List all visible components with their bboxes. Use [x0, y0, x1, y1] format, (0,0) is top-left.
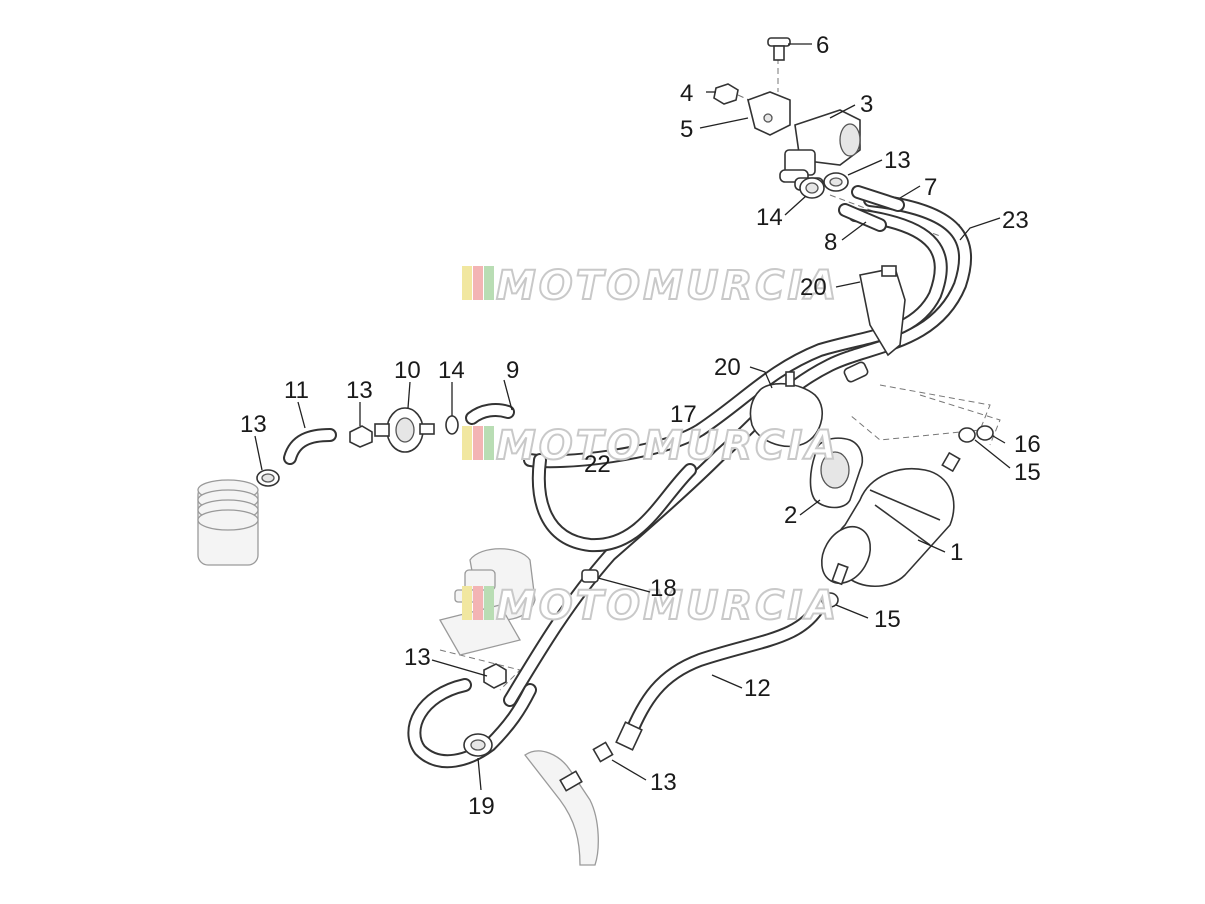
- screw-6: [767, 37, 791, 61]
- callout-3: 3: [860, 91, 873, 118]
- callout-13-left: 13: [240, 411, 267, 438]
- svg-text:MOTOMURCIA: MOTOMURCIA: [496, 583, 839, 629]
- hose-22: [531, 453, 697, 553]
- callout-23: 23: [1002, 207, 1029, 234]
- hose-7-8: [838, 185, 905, 232]
- callout-labels: 6 4 3 5 13 7 14 8 23 20 20 9 14 10 13 11…: [240, 32, 1041, 820]
- clamp-15-16: [821, 425, 994, 608]
- callout-12: 12: [744, 675, 771, 702]
- callout-13-mid: 13: [346, 377, 373, 404]
- callout-16: 16: [1014, 431, 1041, 458]
- tie-strap-20-lower: [749, 371, 824, 447]
- callout-8: 8: [824, 229, 837, 256]
- callout-14-left: 14: [438, 357, 465, 384]
- hose-19: [407, 678, 537, 769]
- callout-14-top: 14: [756, 204, 783, 231]
- leader-lines: [254, 43, 1011, 791]
- clamp-13-left: [256, 469, 280, 487]
- fuel-filter-1: [820, 451, 961, 587]
- filter-holder-2: [809, 437, 864, 509]
- clip-18: [581, 569, 599, 583]
- svg-text:MOTOMURCIA: MOTOMURCIA: [496, 263, 839, 309]
- callout-1: 1: [950, 539, 963, 566]
- callout-13-top: 13: [884, 147, 911, 174]
- clamp-13-mid: [349, 425, 373, 448]
- watermark-middle: MOTOMURCIA: [462, 422, 839, 470]
- hose-9: [465, 403, 515, 425]
- clamp-13-top: [823, 172, 849, 192]
- callout-15-upper: 15: [1014, 459, 1041, 486]
- callout-6: 6: [816, 32, 829, 59]
- callout-2: 2: [784, 502, 797, 529]
- clamp-19: [463, 733, 493, 757]
- clamp-14-top: [799, 177, 825, 199]
- svg-text:MOTOMURCIA: MOTOMURCIA: [496, 423, 839, 469]
- valve-10: [374, 407, 435, 453]
- callout-19: 19: [468, 793, 495, 820]
- callout-13-bottom: 13: [650, 769, 677, 796]
- tie-strap-20-upper: [859, 265, 906, 357]
- callout-17: 17: [670, 401, 697, 428]
- intake-pipe: [197, 479, 259, 566]
- callout-9: 9: [506, 357, 519, 384]
- hose-23-parallel: [523, 208, 948, 469]
- bracket-5: [747, 91, 791, 136]
- solenoid-valve-3: [779, 109, 861, 191]
- callout-13-lower: 13: [404, 644, 431, 671]
- watermark-top: MOTOMURCIA: [462, 262, 839, 310]
- hose-12: [615, 598, 827, 751]
- injector-fitting: [524, 741, 614, 866]
- callout-7: 7: [924, 174, 937, 201]
- callout-5: 5: [680, 116, 693, 143]
- nut-4: [713, 83, 739, 105]
- callout-18: 18: [650, 575, 677, 602]
- watermark-bottom: MOTOMURCIA: [462, 582, 839, 630]
- callout-10: 10: [394, 357, 421, 384]
- clamp-13-lower: [483, 663, 507, 689]
- hose-11: [283, 428, 337, 465]
- callout-22: 22: [584, 451, 611, 478]
- connector-plug: [843, 361, 869, 383]
- callout-20-lower: 20: [714, 354, 741, 381]
- callout-4: 4: [680, 80, 693, 107]
- clamp-14-left: [445, 415, 459, 435]
- callout-11: 11: [284, 377, 309, 404]
- callout-15-lower: 15: [874, 606, 901, 633]
- callout-20-upper: 20: [800, 274, 827, 301]
